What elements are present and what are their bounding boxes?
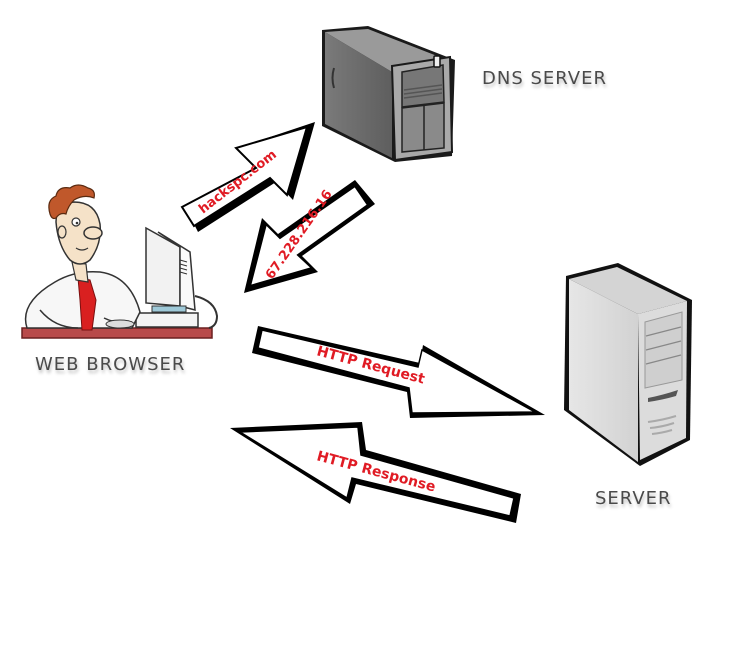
server-label: SERVER — [595, 488, 672, 509]
web-browser-user-icon — [21, 184, 219, 339]
desk-icon — [21, 327, 213, 339]
dns-query-arrow: hackspc.com — [180, 122, 315, 232]
web-browser-label: WEB BROWSER — [35, 354, 186, 375]
dns-server-icon — [322, 26, 455, 162]
web-server-icon — [564, 263, 692, 466]
dns-server-label: DNS SERVER — [482, 68, 607, 89]
http-request-arrow: HTTP Request — [252, 326, 545, 418]
http-response-arrow: HTTP Response — [230, 422, 521, 523]
monitor-icon — [135, 226, 219, 329]
dns-reply-arrow: 67.228.216.16 — [244, 180, 375, 293]
